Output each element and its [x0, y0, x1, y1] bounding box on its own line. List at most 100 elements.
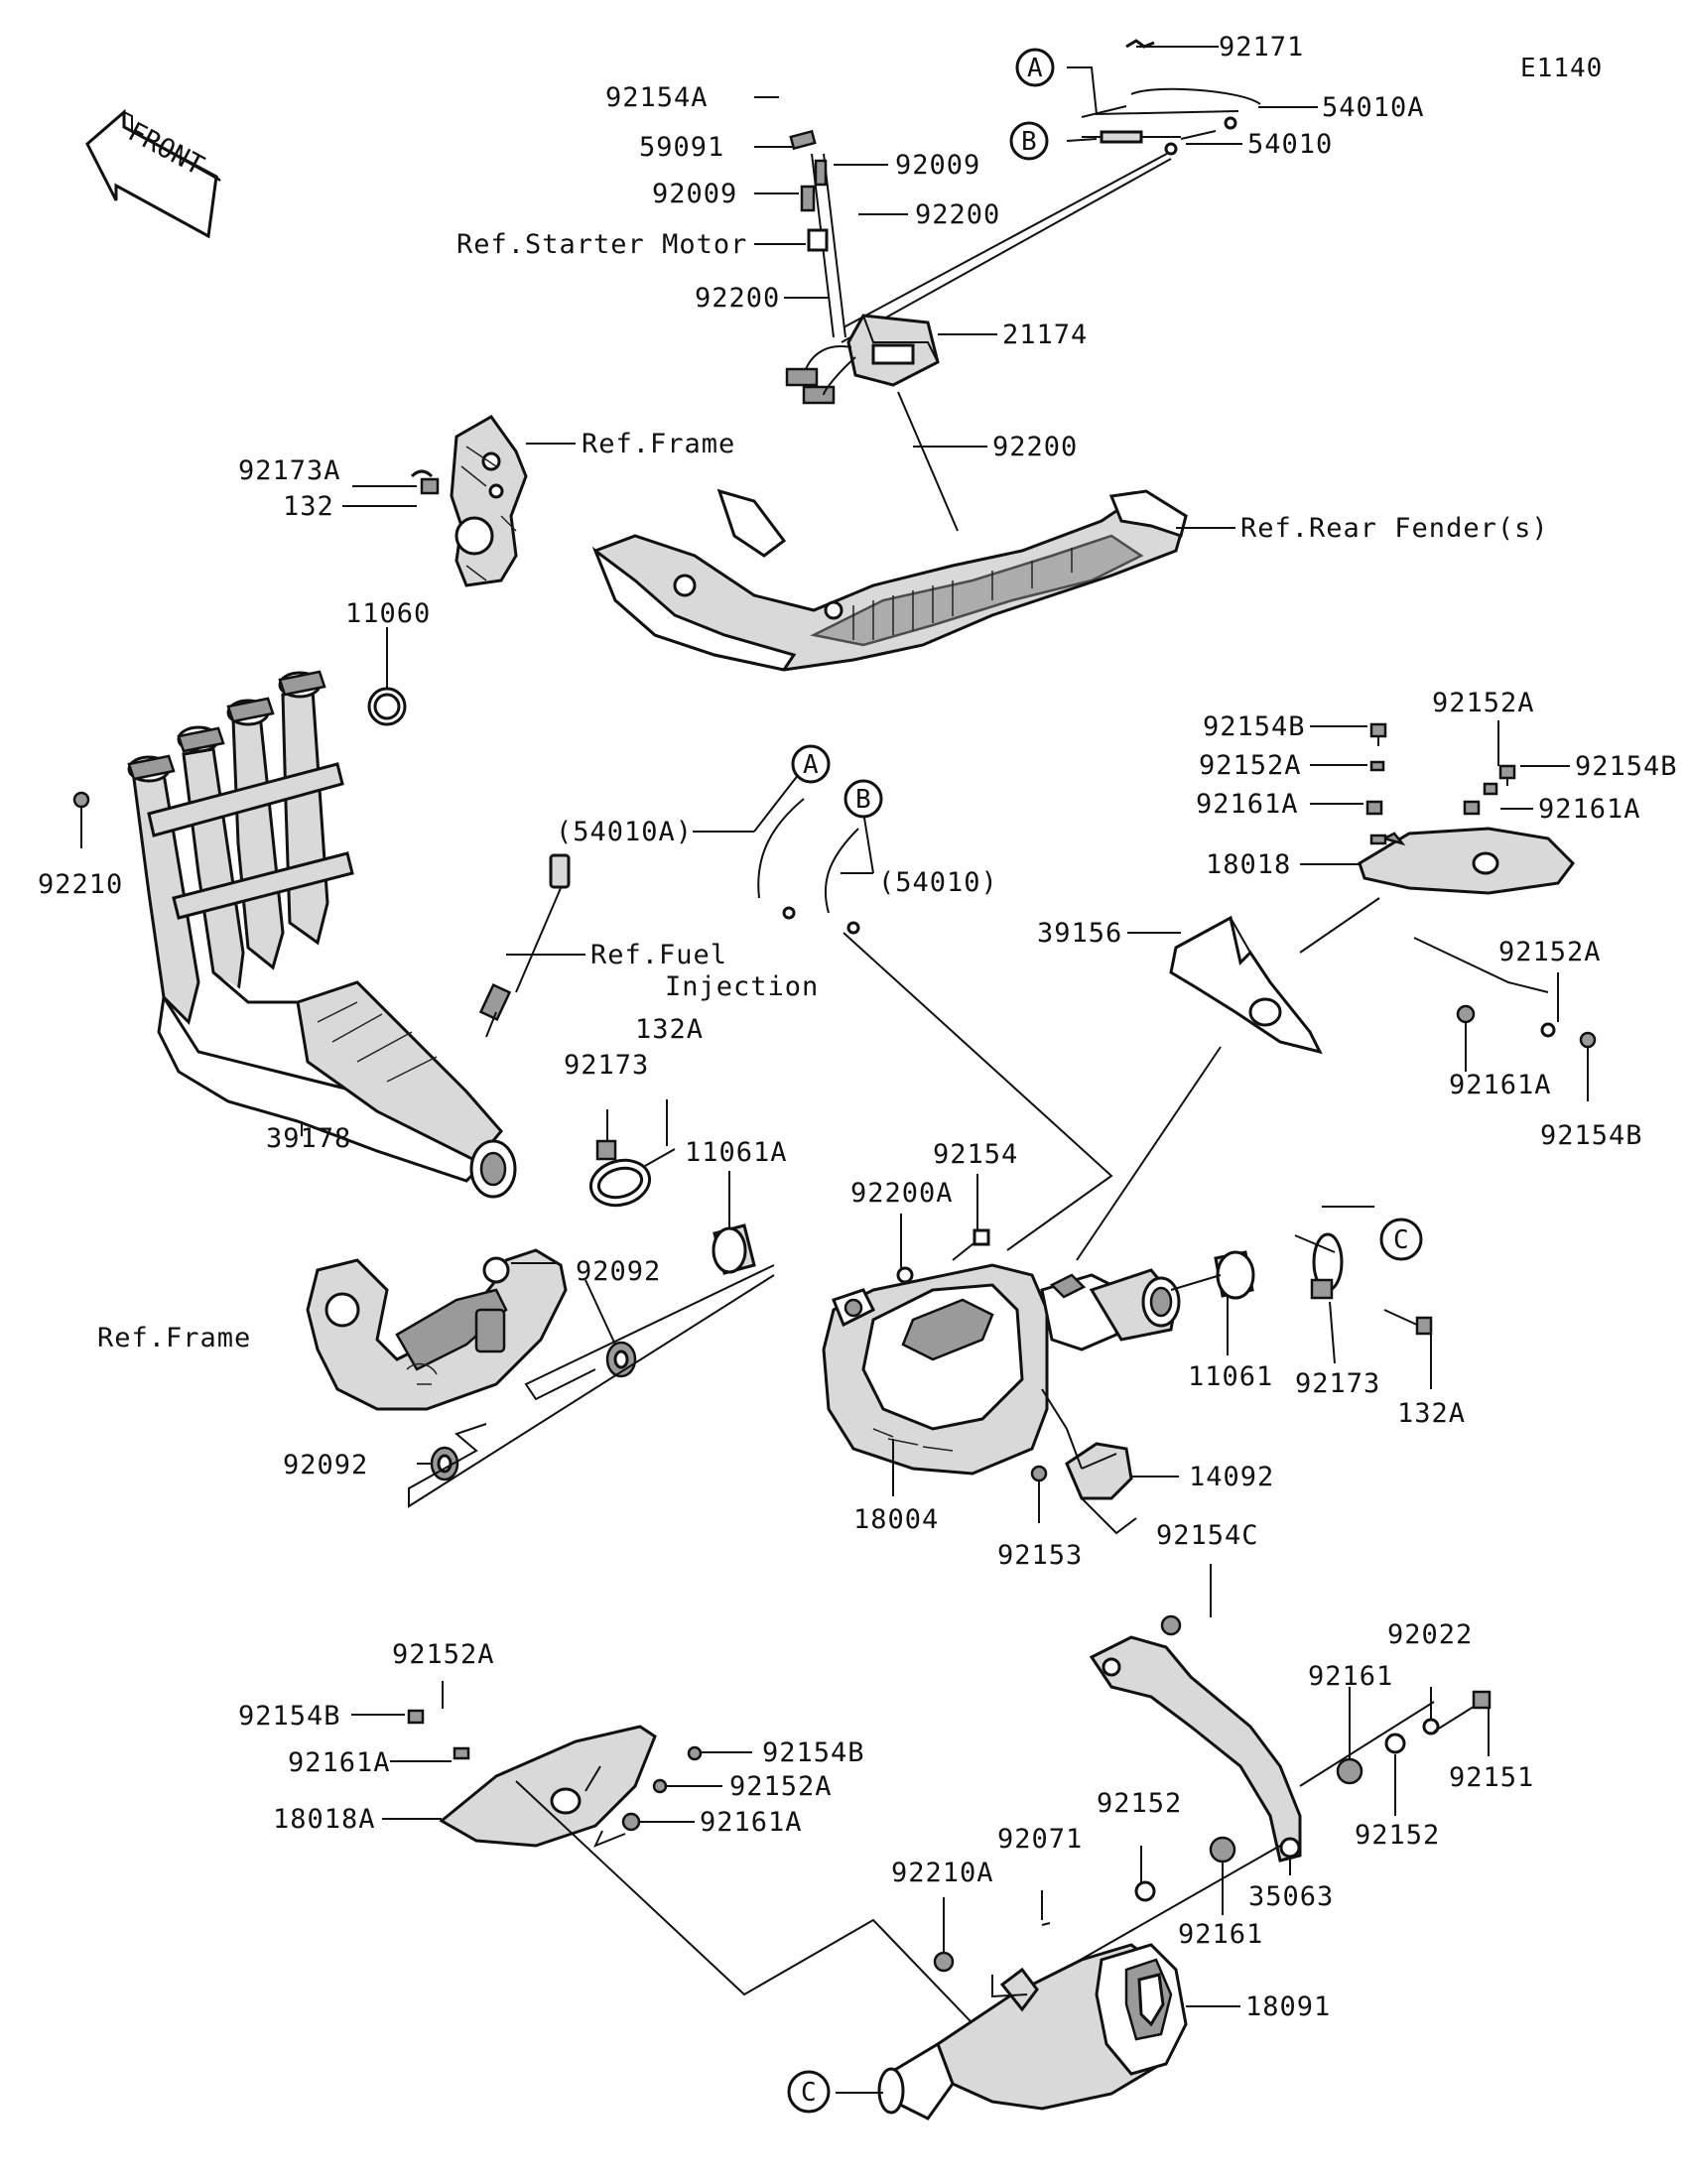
label-132: 132 — [283, 491, 334, 522]
label-92152a-bottom-right: 92152A — [729, 1771, 833, 1802]
callout-c-right: C — [1379, 1218, 1423, 1261]
label-92171: 92171 — [1219, 32, 1304, 63]
label-11061: 11061 — [1188, 1361, 1273, 1392]
label-54010a-mid: (54010A) — [556, 817, 693, 847]
gasket-11061a — [712, 1223, 756, 1275]
svg-text:B: B — [1021, 127, 1037, 157]
label-ref-rear-fender: Ref.Rear Fender(s) — [1240, 513, 1549, 544]
muffler-bracket-35063 — [1089, 1614, 1302, 1863]
label-11061a: 11061A — [685, 1137, 788, 1168]
label-92152a-right: 92152A — [1498, 937, 1602, 967]
label-54010-top: 54010 — [1247, 129, 1333, 160]
callout-b-mid: B — [844, 779, 883, 819]
heat-cover-18018 — [1358, 827, 1575, 895]
label-39178: 39178 — [266, 1123, 351, 1154]
cable-assembly-top — [841, 39, 1261, 343]
part-labels: 92171 54010A 54010 92154A 59091 92009 92… — [38, 32, 1678, 2022]
clamp-92173-right — [1310, 1232, 1433, 1336]
label-14092: 14092 — [1189, 1462, 1274, 1492]
leader-92092 — [408, 1274, 775, 1508]
label-11060: 11060 — [345, 598, 431, 629]
label-ref-fuel-injection: Injection — [665, 971, 819, 1002]
exhaust-header-pipes — [127, 670, 517, 1199]
cable-assembly-mid — [757, 798, 1222, 1261]
label-92152a-top-left: 92152A — [1199, 750, 1302, 781]
label-92154b-right: 92154B — [1540, 1120, 1643, 1151]
gasket-11061 — [1214, 1250, 1255, 1300]
label-35063: 35063 — [1248, 1881, 1334, 1912]
label-59091: 59091 — [639, 132, 724, 163]
label-39156: 39156 — [1037, 918, 1122, 949]
washer-92210 — [72, 791, 90, 809]
label-92022: 92022 — [1387, 1619, 1473, 1650]
muffler-18091 — [877, 1943, 1188, 2120]
label-92173-right: 92173 — [1295, 1368, 1380, 1399]
label-92154b-top: 92154B — [1203, 711, 1306, 742]
svg-text:A: A — [1027, 54, 1043, 83]
clamp-92173-left — [588, 1139, 676, 1208]
label-92161a-right: 92161A — [1449, 1070, 1552, 1100]
nut-92153 — [1030, 1465, 1048, 1482]
callout-b-top: B — [1009, 121, 1049, 161]
label-92009-left: 92009 — [652, 179, 737, 209]
label-92092-top: 92092 — [576, 1256, 661, 1287]
hardware-bottom-right — [933, 1690, 1492, 1973]
frame-mid — [306, 1248, 568, 1411]
callout-a-top: A — [1015, 48, 1055, 87]
starter-rod — [789, 129, 959, 532]
label-92154c: 92154C — [1156, 1520, 1259, 1551]
front-arrow-icon: FRONT — [85, 108, 221, 239]
label-92154b-top-right: 92154B — [1575, 751, 1678, 782]
label-18018a: 18018A — [273, 1804, 376, 1835]
label-92154b-bottom-left: 92154B — [238, 1701, 341, 1732]
label-92200a: 92200A — [850, 1178, 954, 1209]
label-18004: 18004 — [853, 1504, 939, 1535]
svg-text:B: B — [855, 785, 871, 815]
oxygen-sensor — [478, 853, 571, 1038]
label-92153: 92153 — [997, 1540, 1083, 1571]
label-18018: 18018 — [1206, 849, 1291, 880]
washer-92200a — [896, 1266, 914, 1284]
rear-fender — [591, 488, 1188, 672]
label-92200-right: 92200 — [915, 199, 1000, 230]
label-92154: 92154 — [933, 1139, 1018, 1170]
label-54010a-top: 54010A — [1322, 92, 1425, 123]
label-54010-mid: (54010) — [878, 867, 998, 898]
diagram-code: E1140 — [1520, 54, 1603, 83]
label-92152a-top-right: 92152A — [1432, 688, 1535, 718]
label-92009-right: 92009 — [895, 150, 980, 181]
label-ref-frame-mid: Ref.Frame — [97, 1323, 251, 1353]
silencer-chamber — [822, 1263, 1181, 1476]
label-92152-right: 92152 — [1355, 1820, 1440, 1851]
leader-lines — [80, 46, 1589, 2094]
label-92152-mid: 92152 — [1097, 1788, 1182, 1819]
hardware-upper-right — [1365, 722, 1597, 1049]
label-92152a-bottom: 92152A — [392, 1639, 495, 1670]
callout-a-mid: A — [791, 744, 831, 784]
svg-text:A: A — [803, 750, 819, 780]
bolt-92154 — [952, 1228, 990, 1261]
label-21174: 21174 — [1002, 320, 1088, 350]
label-92173a: 92173A — [238, 455, 341, 486]
label-92210: 92210 — [38, 869, 123, 900]
label-132a-right: 132A — [1397, 1398, 1466, 1429]
label-92161a-top-right: 92161A — [1538, 794, 1641, 825]
label-92161a-top-left: 92161A — [1196, 789, 1299, 820]
label-92161a-bottom-right: 92161A — [700, 1807, 803, 1838]
label-92154b-bottom-right: 92154B — [762, 1737, 865, 1768]
callout-c-bottom: C — [787, 2070, 831, 2114]
label-92071: 92071 — [997, 1824, 1083, 1855]
label-92161-bottom: 92161 — [1178, 1919, 1263, 1950]
label-18091: 18091 — [1245, 1991, 1331, 2022]
insulator-39156 — [1169, 915, 1323, 1055]
label-132a-left: 132A — [635, 1014, 704, 1045]
label-92151: 92151 — [1449, 1762, 1534, 1793]
label-ref-frame-top: Ref.Frame — [582, 429, 735, 459]
label-92161a-bottom-left: 92161A — [288, 1747, 391, 1778]
label-92173-left: 92173 — [564, 1050, 649, 1081]
label-92154a: 92154A — [605, 82, 709, 113]
starter-switch — [785, 314, 940, 405]
label-ref-starter-motor: Ref.Starter Motor — [456, 229, 747, 260]
label-92092-bottom: 92092 — [283, 1450, 368, 1480]
